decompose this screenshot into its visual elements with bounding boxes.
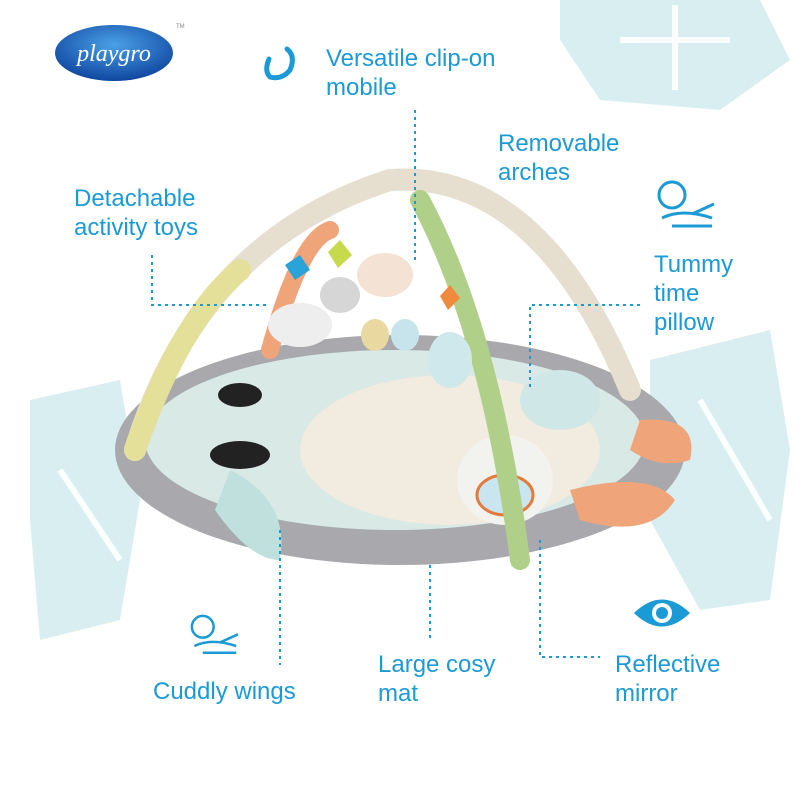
label-line: mobile bbox=[326, 74, 397, 101]
baby-tummy-icon bbox=[657, 180, 715, 228]
label-line: mirror bbox=[615, 680, 678, 707]
svg-text:playgro: playgro bbox=[75, 41, 151, 67]
label-line: mat bbox=[378, 680, 419, 707]
play-arches bbox=[124, 168, 641, 570]
eye-icon bbox=[634, 599, 690, 627]
label-reflective-mirror: Reflective mirror bbox=[615, 650, 720, 708]
label-line: time bbox=[654, 280, 700, 307]
label-clip-on-mobile: Versatile clip-on mobile bbox=[326, 44, 495, 102]
label-line: Detachable bbox=[74, 185, 196, 212]
label-large-cosy-mat: Large cosy mat bbox=[378, 650, 495, 708]
label-line: Removable bbox=[498, 130, 620, 157]
label-line: arches bbox=[498, 159, 571, 186]
label-line: activity toys bbox=[74, 214, 199, 241]
label-activity-toys: Detachable activity toys bbox=[74, 184, 198, 242]
playgro-logo: playgro bbox=[55, 25, 173, 81]
label-line: Reflective bbox=[615, 651, 721, 678]
label-line: Versatile clip-on bbox=[326, 45, 496, 72]
label-line: Cuddly wings bbox=[153, 678, 296, 705]
play-mat bbox=[115, 335, 692, 565]
baby-tummy-icon bbox=[190, 614, 239, 655]
label-line: Tummy bbox=[654, 251, 734, 278]
label-cuddly-wings: Cuddly wings bbox=[153, 677, 296, 706]
trademark: TM bbox=[176, 24, 185, 30]
leader-lines bbox=[151, 110, 640, 665]
label-removable-arches: Removable arches bbox=[498, 129, 619, 187]
snowflake-decoration bbox=[30, 0, 790, 640]
label-tummy-time-pillow: Tummy time pillow bbox=[654, 250, 733, 337]
clip-ring-icon bbox=[264, 46, 295, 81]
label-line: Large cosy bbox=[378, 651, 496, 678]
hanging-toys bbox=[268, 240, 472, 388]
label-line: pillow bbox=[654, 309, 715, 336]
